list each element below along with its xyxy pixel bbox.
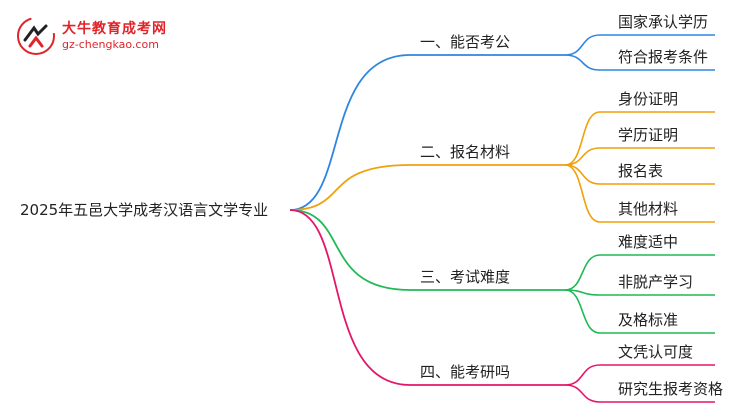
leaf-connector [564, 164, 601, 223]
leaf-connector [564, 147, 601, 166]
branch-node: 三、考试难度 [420, 268, 510, 286]
leaf-node: 身份证明 [618, 90, 678, 108]
leaf-connector [564, 289, 601, 334]
leaf-connector [564, 164, 601, 185]
leaf-node: 报名表 [618, 162, 663, 180]
site-logo[interactable]: 大牛教育成考网 gz-chengkao.com [16, 14, 256, 60]
leaf-node: 文凭认可度 [618, 343, 693, 361]
leaf-node: 研究生报考资格 [618, 380, 723, 398]
leaf-connector [564, 111, 601, 166]
leaf-node: 国家承认学历 [618, 13, 708, 31]
branch-node: 四、能考研吗 [420, 363, 510, 381]
leaf-connector [564, 54, 601, 71]
leaf-connector [564, 34, 601, 56]
leaf-connector [564, 364, 601, 386]
leaf-node: 非脱产学习 [618, 273, 693, 291]
branch-connector [289, 164, 411, 211]
branch-node: 一、能否考公 [420, 33, 510, 51]
branch-connector [289, 209, 411, 291]
root-node: 2025年五邑大学成考汉语言文学专业 [20, 201, 268, 219]
branch-node: 二、报名材料 [420, 143, 510, 161]
branch-connector [289, 54, 411, 211]
leaf-node: 符合报考条件 [618, 48, 708, 66]
branch-connector [289, 209, 411, 386]
logo-url: gz-chengkao.com [62, 38, 159, 51]
leaf-node: 学历证明 [618, 126, 678, 144]
logo-mark-icon [17, 17, 55, 55]
logo-title: 大牛教育成考网 [62, 21, 167, 37]
leaf-node: 其他材料 [618, 200, 678, 218]
leaf-connector [564, 254, 601, 291]
leaf-node: 难度适中 [618, 233, 678, 251]
leaf-connector [564, 384, 601, 403]
leaf-node: 及格标准 [618, 311, 678, 329]
